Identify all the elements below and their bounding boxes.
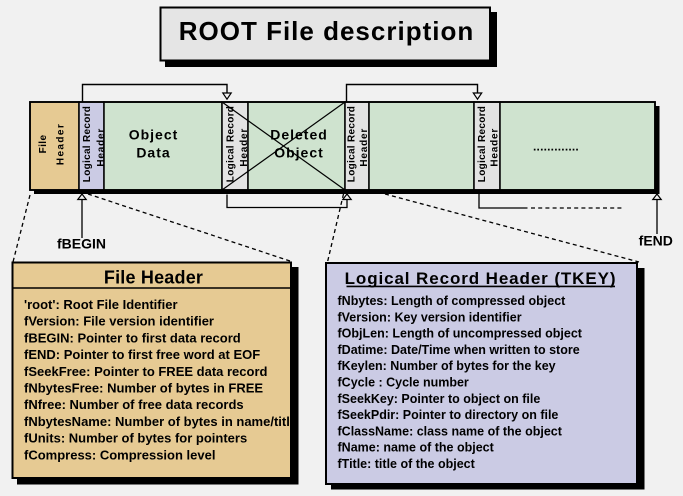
svg-text:Deleted: Deleted bbox=[270, 127, 328, 143]
svg-text:fUnits: Number of bytes for po: fUnits: Number of bytes for pointers bbox=[24, 431, 247, 446]
svg-text:fDatime: Date/Time when writte: fDatime: Date/Time when written to store bbox=[338, 343, 580, 357]
svg-text:fCompress: Compression level: fCompress: Compression level bbox=[24, 447, 215, 462]
svg-text:fClassName: class name of the: fClassName: class name of the object bbox=[338, 424, 563, 438]
svg-text:'root': Root File Identifier: 'root': Root File Identifier bbox=[24, 297, 178, 312]
svg-text:fObjLen: Length of uncompresse: fObjLen: Length of uncompressed object bbox=[338, 327, 583, 341]
svg-text:ROOT File description: ROOT File description bbox=[179, 16, 474, 46]
svg-text:Object: Object bbox=[129, 127, 179, 143]
svg-text:fSeekPdir: Pointer to director: fSeekPdir: Pointer to directory on file bbox=[338, 408, 559, 422]
svg-text:File: File bbox=[38, 135, 49, 154]
svg-text:fSeekFree: Pointer to FREE dat: fSeekFree: Pointer to FREE data record bbox=[24, 364, 268, 379]
svg-text:fVersion: Key version identifi: fVersion: Key version identifier bbox=[338, 310, 522, 324]
svg-text:Header: Header bbox=[56, 123, 67, 165]
svg-text:fNbytesName: Number of bytes i: fNbytesName: Number of bytes in name/tit… bbox=[24, 414, 297, 429]
svg-text:Header: Header bbox=[239, 128, 250, 167]
svg-text:Logical Record: Logical Record bbox=[477, 106, 488, 182]
svg-text:Header: Header bbox=[490, 128, 501, 167]
svg-text:File Header: File Header bbox=[104, 268, 203, 288]
svg-text:fEND: Pointer to first free wo: fEND: Pointer to first free word at EOF bbox=[24, 347, 260, 362]
svg-text:Header: Header bbox=[359, 128, 370, 167]
svg-text:Logical Record: Logical Record bbox=[347, 106, 358, 182]
svg-text:fNfree: Number of free data re: fNfree: Number of free data records bbox=[24, 397, 244, 412]
svg-text:fSeekKey: Pointer to object on: fSeekKey: Pointer to object on file bbox=[338, 392, 541, 406]
svg-text:Logical Record Header (TKEY): Logical Record Header (TKEY) bbox=[345, 269, 617, 288]
svg-text:fCycle : Cycle number: fCycle : Cycle number bbox=[338, 376, 469, 390]
svg-text:fNbytesFree: Number of bytes i: fNbytesFree: Number of bytes in FREE bbox=[24, 381, 263, 396]
svg-text:Logical Record: Logical Record bbox=[226, 106, 237, 182]
svg-text:.............: ............. bbox=[533, 140, 579, 154]
svg-text:fBEGIN: Pointer to first data: fBEGIN: Pointer to first data record bbox=[24, 330, 241, 345]
svg-text:fEND: fEND bbox=[639, 233, 673, 249]
svg-text:fNbytes: Length of compressed: fNbytes: Length of compressed object bbox=[338, 294, 567, 308]
svg-text:fTitle: title of the object: fTitle: title of the object bbox=[338, 457, 476, 471]
svg-text:Object: Object bbox=[274, 145, 324, 161]
svg-text:Header: Header bbox=[96, 128, 107, 167]
svg-text:fName: name of the object: fName: name of the object bbox=[338, 441, 495, 455]
svg-text:fKeylen: Number of bytes for t: fKeylen: Number of bytes for the key bbox=[338, 359, 556, 373]
svg-text:fBEGIN: fBEGIN bbox=[57, 236, 106, 252]
svg-text:Logical Record: Logical Record bbox=[82, 106, 93, 182]
svg-text:Data: Data bbox=[136, 145, 170, 161]
svg-text:fVersion: File version identif: fVersion: File version identifier bbox=[24, 314, 214, 329]
